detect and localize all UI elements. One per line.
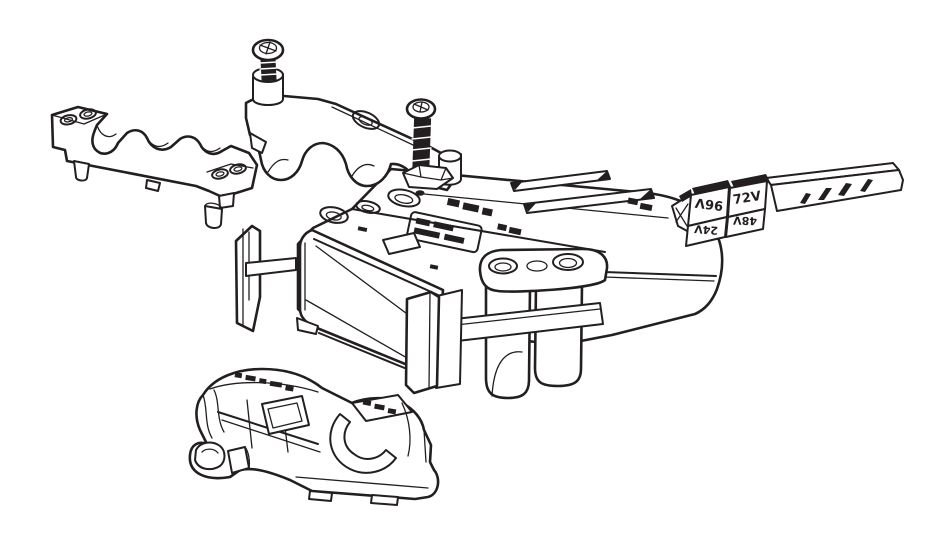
cable-clamp-upper-half — [244, 38, 462, 196]
opening-inner-top — [313, 238, 439, 296]
handle-foot-tab-1 — [308, 490, 333, 502]
embossed-rating-label — [406, 211, 483, 254]
contact-hole-right — [552, 253, 584, 271]
lower-clamp-hole-3 — [211, 168, 229, 180]
handle-post-1 — [246, 399, 253, 449]
key-tail-mark-4 — [860, 179, 873, 192]
end-plate — [234, 224, 262, 333]
handle-peg — [227, 446, 251, 474]
key-tail-mark-1 — [800, 193, 811, 204]
end-plate-tie-bar — [245, 257, 297, 277]
embossed-marks-rear — [627, 197, 653, 212]
end-plate-foot — [296, 317, 319, 335]
upper-clamp-arm-edge — [331, 106, 429, 153]
handle-block-edge-2 — [401, 402, 411, 457]
handle-cradle — [329, 413, 397, 474]
handle-rail-top-edge — [295, 476, 429, 489]
handle-tab — [351, 394, 413, 422]
housing-crossbar-edge — [437, 308, 601, 328]
slot-hole — [355, 200, 381, 214]
lower-clamp-saddle-2 — [146, 137, 169, 148]
lower-clamp-bump — [145, 179, 161, 192]
handle-scoop — [194, 441, 226, 471]
handle-frame-inner — [267, 402, 303, 429]
screw-head-slot — [259, 41, 277, 55]
lower-clamp-saddle-3 — [199, 143, 221, 153]
screw-tip — [415, 190, 425, 196]
handle-arm-line-2 — [213, 389, 225, 433]
cable-clamp-lower-half — [50, 105, 259, 229]
screw-boss-2 — [387, 188, 421, 208]
key-tail-mark-2 — [818, 188, 832, 200]
front-post-bevel — [428, 293, 431, 389]
voltage-label-96v: 96V — [694, 194, 724, 212]
contact-hole-left-inner — [494, 262, 512, 272]
embossed-marks-row — [446, 198, 493, 217]
embossed-dash-1 — [357, 226, 368, 232]
upper-clamp-left-step — [249, 132, 267, 154]
lower-clamp-foot — [218, 192, 235, 209]
handle-band-marks — [234, 372, 294, 392]
screw-thread-ridges — [259, 61, 278, 76]
lower-clamp-hole-4 — [229, 163, 247, 175]
screw-thread-ridges — [411, 125, 432, 173]
handle-foot-tab-2 — [370, 494, 399, 506]
handle-body — [188, 367, 440, 501]
hex-nut — [402, 164, 454, 190]
front-band-window — [382, 232, 421, 255]
connector-housing — [234, 167, 724, 400]
lower-clamp-hole-1 — [59, 114, 78, 126]
tower-arch-line — [491, 351, 523, 397]
key-tip-cross-2 — [675, 203, 689, 223]
handle-arm-line-1 — [202, 394, 213, 439]
lower-clamp-peg-left — [73, 160, 90, 182]
fixing-screw-left — [251, 38, 285, 82]
contact-hole-right-inner — [558, 257, 578, 269]
lower-clamp-body — [50, 105, 259, 198]
screw-head-slot — [413, 101, 429, 113]
key-tip-cross-1 — [675, 207, 688, 227]
housing-rear-seam-2 — [603, 276, 715, 282]
voltage-label-72v: 72V — [732, 189, 762, 208]
embossed-dash-2 — [429, 264, 439, 270]
handle-block-edge-1 — [423, 429, 427, 463]
screw-head-dome — [258, 41, 278, 55]
lower-clamp-saddle-1 — [96, 124, 117, 138]
contact-hole-left — [488, 257, 518, 275]
handle-grip — [188, 367, 440, 506]
lower-clamp-peg-right — [204, 202, 223, 229]
contact-tower-left — [484, 282, 532, 400]
key-tail-mark-3 — [838, 183, 852, 196]
top-slot-2 — [523, 188, 655, 214]
upper-clamp-inner-2 — [351, 163, 375, 177]
front-post — [404, 290, 441, 395]
handle-rail-lower — [221, 419, 321, 453]
voltage-coding-key: 96V 72V 24V 48V — [671, 162, 904, 247]
housing-rear-seam — [603, 271, 717, 277]
opening-inner-bottom — [318, 332, 408, 370]
collar2-bevel — [725, 208, 766, 238]
embossed-marks-small — [497, 223, 522, 236]
contact-tower-right — [533, 282, 584, 388]
screw-boss-1 — [319, 206, 349, 224]
voltage-label-24v: 24V — [693, 222, 718, 237]
upper-clamp-arm-hole — [351, 110, 381, 130]
voltage-label-48v: 48V — [732, 214, 757, 228]
top-slot-1 — [510, 170, 611, 192]
key-tip-shade — [679, 189, 692, 202]
housing-top-edge — [351, 208, 606, 253]
contact-hole-middle — [526, 260, 548, 272]
upper-clamp-inner-1 — [267, 158, 289, 173]
lower-clamp-hole-2 — [79, 108, 97, 120]
screw-head-dome — [412, 101, 430, 113]
